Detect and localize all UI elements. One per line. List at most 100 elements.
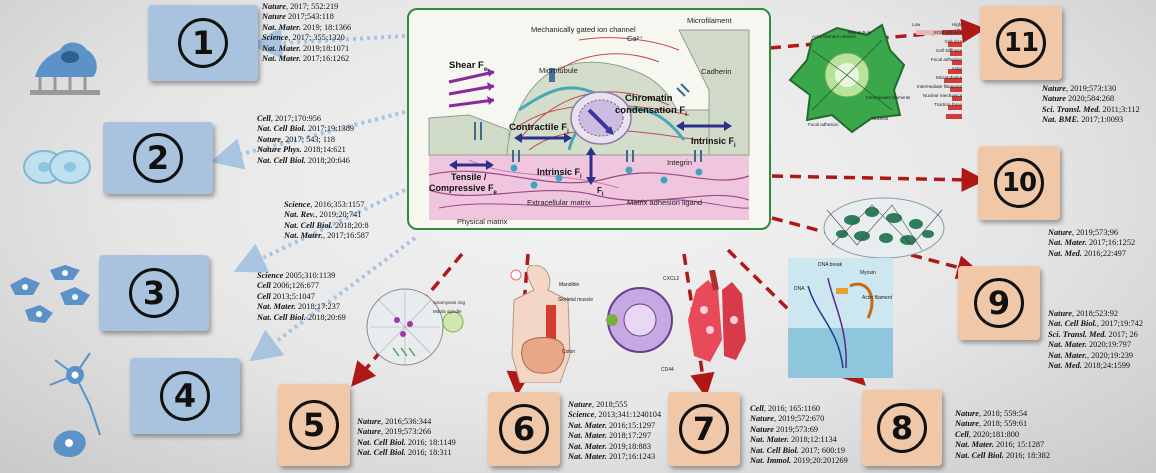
reference: Nature 2017;543:118 xyxy=(262,12,334,22)
migrating-cells-icon xyxy=(10,265,90,323)
cell-illustration xyxy=(428,29,750,220)
reference: Nat. Mater. 2017;16:1252 xyxy=(1048,238,1136,248)
reference: Cell, 2016; 165:1160 xyxy=(750,404,820,413)
thumb11-label: Intermediate filaments xyxy=(866,95,911,100)
reference: Nature 2020;584:268 xyxy=(1042,94,1115,104)
reference: Nat. Mater. 2020;19:797 xyxy=(1048,340,1131,350)
legend-entry: Actin xyxy=(951,66,962,71)
panel-7-box: 7 xyxy=(668,392,740,466)
reference: Nat. Mater. 2017;16:1243 xyxy=(568,452,656,462)
panel-4-box: 4 xyxy=(130,358,240,434)
reference: Nature, 2019;573:266 xyxy=(357,427,432,437)
reference: Science, 2017; 355:1320 xyxy=(262,33,345,43)
reference: Nature, 2018;555 xyxy=(568,400,628,409)
reference: Nat. Mater. 2018;17:237 xyxy=(257,302,340,312)
reference: Nat. Cell Biol. 2017; 600:19 xyxy=(750,445,845,455)
panel-7-number: 7 xyxy=(679,404,729,454)
reference: Cell, 2020;181:800 xyxy=(955,429,1020,439)
thumb5-label: Actomyosin ring xyxy=(433,300,466,305)
label-shear-force: Shear Fe xyxy=(449,60,488,73)
central-mechanobiology-diagram: Mechanically gated ion channel Ca²⁺ Micr… xyxy=(407,8,771,230)
panel-1-number: 1 xyxy=(178,18,228,68)
reference: Nature, 2017; 552:219 xyxy=(262,2,339,11)
panel-11-box: 11 xyxy=(980,6,1062,80)
panel-1-box: 1 xyxy=(148,5,258,81)
panel-6-references: Nature, 2018;555 Science, 2013;341:12401… xyxy=(568,400,661,462)
reference: Nature 2019;573:69 xyxy=(750,424,819,434)
legend-entry: Cell size xyxy=(944,39,962,44)
reference: Nat. Rev., 2019;20:741 xyxy=(284,210,362,220)
panel-10-number: 10 xyxy=(994,158,1044,208)
reference: Cell, 2017;170:956 xyxy=(257,114,322,123)
legend-entry: Microtubules xyxy=(935,75,962,80)
reference: Nat. Mater. 2019; 18:1366 xyxy=(262,22,352,32)
adherent-cell-icon xyxy=(30,42,100,95)
panel-6-number: 6 xyxy=(499,404,549,454)
panel-5-references: Nature, 2016;536:344 Nature, 2019;573:26… xyxy=(357,417,456,459)
reference: Science, 2016;353:1157 xyxy=(284,200,365,209)
reference: Sci. Transl. Med. 2011;3:112 xyxy=(1042,104,1140,114)
label-matrix-adhesion-ligand: Matrix adhesion ligand xyxy=(627,198,703,207)
thumb11-label: Microtubule xyxy=(848,30,872,35)
label-intrinsic-force-center: Intrinsic Fi xyxy=(537,167,582,180)
body-organs-thumbnail xyxy=(510,265,571,383)
arrow-to-10 xyxy=(771,167,986,193)
reference: Nat. Med. 2018;24:1599 xyxy=(1048,361,1131,371)
dna-nucleus-thumbnail xyxy=(788,258,893,378)
thumb5-label: Mitotic spindle xyxy=(433,309,462,314)
reference: Nature, 2018; 559:61 xyxy=(955,419,1028,429)
panel-2-number: 2 xyxy=(133,133,183,183)
arrow-to-9 xyxy=(771,216,982,280)
neuron-cells-icon xyxy=(49,352,101,457)
reference: Nature, 2019;572:670 xyxy=(750,414,825,424)
thumb7-label: CD44 xyxy=(661,367,674,373)
reference: Nat. BME. 2017;1:0093 xyxy=(1042,115,1124,125)
panel-5-box: 5 xyxy=(278,384,350,466)
arrow-to-3 xyxy=(233,188,406,273)
reference: Nat. Mater. 2018;17:297 xyxy=(568,431,651,441)
dividing-cell-icon xyxy=(23,150,91,184)
thumb8-label: Actin filament xyxy=(862,295,893,301)
thumb8-label: DNA break xyxy=(818,262,843,268)
thumb8-label: DNA xyxy=(794,286,805,292)
legend-entry: Cell stiffness xyxy=(936,48,962,53)
thumb7-label: CXCL2 xyxy=(663,276,680,282)
reference: Science, 2013;341:1240104 xyxy=(568,410,662,420)
thumb6-label: Colon xyxy=(562,349,576,355)
reference: Nat. Cell Biol. 2018;20:8 xyxy=(284,220,369,230)
label-condensation-force: condensation Fi xyxy=(615,105,687,118)
panel-6-box: 6 xyxy=(488,392,560,466)
panel-3-number: 3 xyxy=(129,268,179,318)
label-integrin: Integrin xyxy=(667,158,693,167)
thumb6-label: Mandible xyxy=(559,282,580,288)
tissue-thumbnail xyxy=(823,197,945,259)
legend-high-label: High xyxy=(952,22,962,27)
label-contractile-force: Contractile Fi xyxy=(509,122,569,135)
label-cadherin: Cadherin xyxy=(701,67,732,76)
panel-9-box: 9 xyxy=(958,266,1040,340)
panel-1-references: Nature, 2017; 552:219 Nature 2017;543:11… xyxy=(262,2,351,64)
thumb6-label: Skeletal muscle xyxy=(558,297,594,303)
label-calcium: Ca²⁺ xyxy=(627,34,644,43)
label-fi: Fi xyxy=(597,186,604,198)
legend-entry: Intermediate filaments xyxy=(916,84,962,89)
label-physical-matrix: Physical matrix xyxy=(457,217,508,226)
reference: Cell 2013;5:1047 xyxy=(257,291,315,301)
panel-10-references: Nature, 2019;573;96 Nat. Mater. 2017;16:… xyxy=(1048,228,1135,259)
reference: Nature Phys. 2018;14:621 xyxy=(257,145,346,155)
panel-9-number: 9 xyxy=(974,278,1024,328)
label-microfilament: Microfilament xyxy=(687,16,732,25)
label-microtubule: Microtubule xyxy=(539,66,578,75)
reference: Nat. Cell Biol. 2018;20:646 xyxy=(257,155,350,165)
legend-entry: ECM stiffness xyxy=(933,30,962,35)
panel-8-number: 8 xyxy=(877,403,927,453)
cell-stiffness-thumbnail xyxy=(788,23,962,134)
reference: Sci. Transl. Med. 2017; 26 xyxy=(1048,329,1138,339)
immune-lung-thumbnail xyxy=(606,270,746,362)
reference: Nature, 2019;573:130 xyxy=(1042,84,1117,93)
legend-entry: Nuclear mechanics xyxy=(922,93,962,98)
reference: Cell 2006;126:677 xyxy=(257,281,319,291)
reference: Nat. Mater., 2017;16:587 xyxy=(284,231,370,241)
reference: Science 2005;310:1139 xyxy=(257,271,336,280)
panel-2-references: Cell, 2017;170:956 Nat. Cell Biol. 2017;… xyxy=(257,114,354,166)
